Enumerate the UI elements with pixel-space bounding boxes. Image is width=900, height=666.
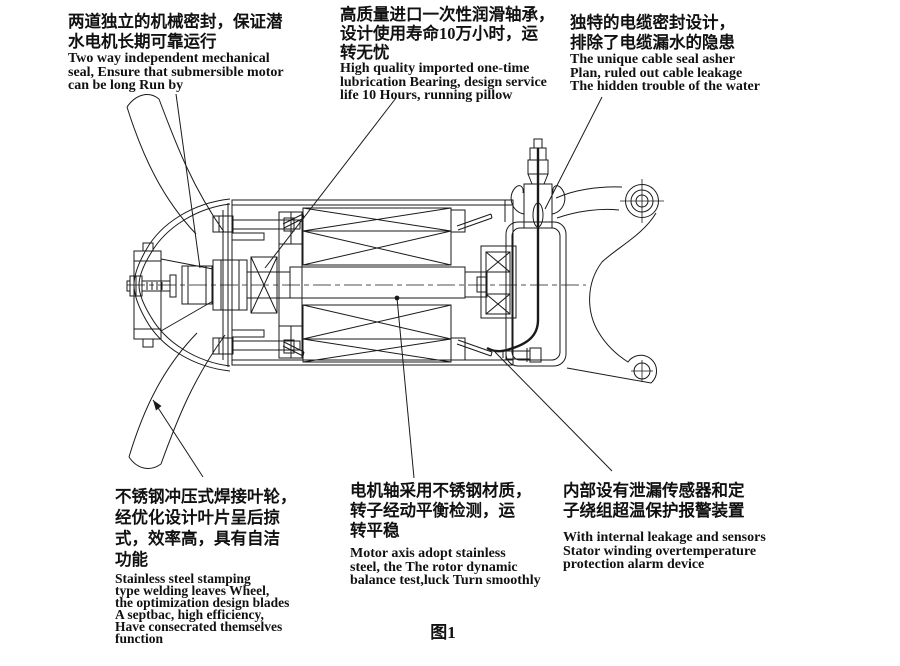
front-bearing	[251, 257, 277, 313]
shaft-washer	[170, 275, 176, 297]
callout-cn-text: 内部设有泄漏传感器和定 子绕组超温保护报警装置	[563, 481, 745, 520]
callout-impeller: 不锈钢冲压式焊接叶轮， 经优化设计叶片呈后掠 式，效率高，具有自洁 功能 Sta…	[115, 486, 297, 645]
leader-bearing	[265, 98, 396, 268]
power-cable	[487, 148, 538, 351]
leader-lines	[153, 94, 612, 478]
leader-motor-shaft-dot	[394, 295, 400, 301]
leader-impeller-arrowhead	[153, 400, 162, 411]
rotor-shaft	[290, 267, 487, 298]
callout-en-text: Motor axis adopt stainless steel, the Th…	[350, 546, 541, 589]
gland-claw-left	[511, 186, 524, 214]
junction-box	[506, 222, 566, 366]
propeller-bottom-blade	[129, 333, 225, 468]
callout-cn-text: 不锈钢冲压式焊接叶轮， 经优化设计叶片呈后掠 式，效率高，具有自洁 功能	[115, 487, 297, 569]
callout-en-text: Two way independent mechanical seal, Ens…	[68, 51, 284, 94]
upper-mount-hole	[620, 179, 664, 223]
shaft-bolt	[142, 281, 170, 291]
callout-leak-sensor: 内部设有泄漏传感器和定 子绕组超温保护报警装置 With internal le…	[563, 481, 766, 572]
callout-en-text: With internal leakage and sensors Stator…	[563, 530, 766, 573]
leader-motor-shaft	[397, 298, 414, 478]
callout-en-text: Stainless steel stamping type welding le…	[115, 571, 290, 646]
gland-claw-right	[552, 186, 565, 214]
callout-motor-shaft: 电机轴采用不锈钢材质， 转子经动平衡检测，运 转平稳 Motor axis ad…	[350, 481, 541, 588]
callout-bearing: 高质量进口一次性润滑轴承， 设计使用寿命10万小时，运 转无忧 High qua…	[340, 5, 555, 103]
callout-cn-text: 独特的电缆密封设计， 排除了电缆漏水的隐患	[570, 13, 735, 52]
hub-screw-bottom	[143, 339, 153, 347]
motor-housing	[232, 200, 513, 365]
callout-cable-seal: 独特的电缆密封设计， 排除了电缆漏水的隐患 The unique cable s…	[570, 13, 760, 94]
callout-en-text: The unique cable seal asher Plan, ruled …	[570, 52, 760, 95]
leader-mechanical-seal	[176, 94, 200, 268]
leader-leak-sensor	[495, 352, 612, 471]
stud-top	[232, 233, 264, 240]
propeller-top-blade	[127, 95, 224, 234]
leak-sensor-bolt	[503, 348, 541, 362]
hub-screw-top	[143, 243, 153, 251]
stator-winding-top	[303, 208, 465, 265]
lower-mount-hole	[631, 360, 653, 382]
callout-en-text: High quality imported one-time lubricati…	[340, 61, 547, 104]
figure-caption: 图1	[430, 623, 456, 642]
stator-winding-bottom	[303, 305, 465, 362]
stud-bottom	[232, 330, 264, 337]
leader-impeller	[153, 400, 203, 477]
callout-cn-text: 电机轴采用不锈钢材质， 转子经动平衡检测，运 转平稳	[350, 481, 532, 540]
housing-bolt-bottom	[213, 330, 300, 354]
callout-mechanical-seal: 两道独立的机械密封，保证潜 水电机长期可靠运行 Two way independ…	[68, 12, 284, 93]
rear-bearing	[481, 246, 516, 318]
callout-cn-text: 高质量进口一次性润滑轴承， 设计使用寿命10万小时，运 转无忧	[340, 5, 555, 62]
leader-cable-seal	[545, 97, 602, 209]
mounting-bracket	[556, 179, 664, 383]
callout-cn-text: 两道独立的机械密封，保证潜 水电机长期可靠运行	[68, 12, 283, 51]
hub-nose-cone	[127, 199, 230, 371]
winding-leads	[283, 214, 492, 356]
housing-bolt-top	[213, 216, 300, 240]
